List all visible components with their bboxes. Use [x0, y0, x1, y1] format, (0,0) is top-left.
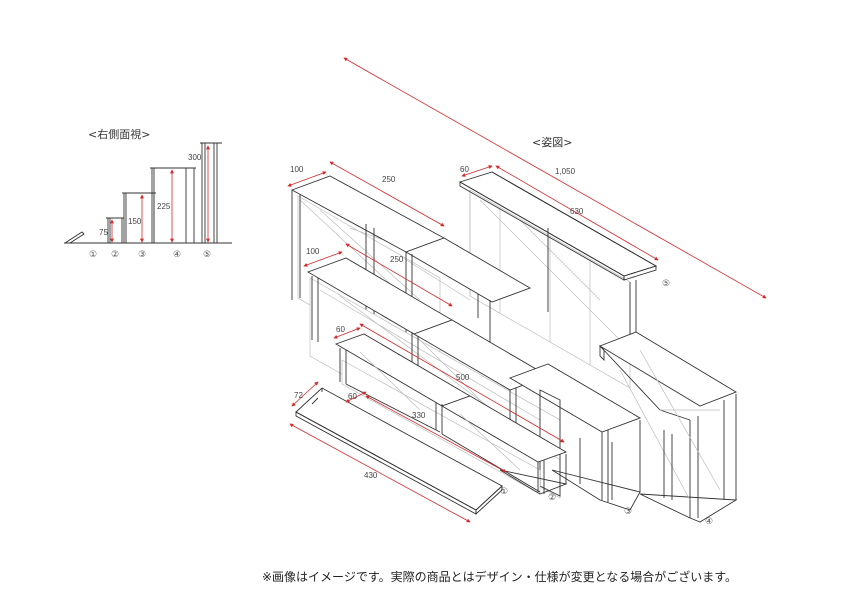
dim-length-330-label: 330: [412, 411, 426, 420]
dim-total-length-label: 1,050: [555, 167, 576, 176]
disclaimer-note: ※画像はイメージです。実際の商品とはデザイン・仕様が変更となる場合がございます。: [262, 570, 738, 584]
dim-depth-60-mid: [333, 327, 361, 339]
side-view-title: <右側面視>: [88, 127, 150, 141]
side-label-3: ③: [138, 250, 146, 260]
height-label-300: 300: [188, 153, 202, 162]
dim-width-250-top: [329, 161, 445, 227]
side-step-2: [106, 217, 124, 243]
iso-view: <姿図> 1,050 ⑤ 60 630: [287, 57, 767, 527]
side-label-5: ⑤: [203, 250, 211, 260]
dim-depth-72-label: 72: [294, 391, 303, 400]
dim-length-500-label: 500: [456, 373, 470, 382]
side-step-4: [150, 167, 196, 243]
dim-depth-100-mid: [303, 251, 343, 267]
dim-depth-60-low: [345, 391, 367, 403]
height-label-150: 150: [128, 217, 142, 226]
height-label-225: 225: [157, 202, 171, 211]
iso-label-4: ④: [705, 517, 713, 527]
dim-depth-60-low-label: 60: [348, 392, 357, 401]
dim-width-250-mid-label: 250: [390, 255, 404, 264]
iso-label-3: ③: [624, 507, 632, 517]
dim-depth-100-top-label: 100: [290, 165, 304, 174]
side-step-1: [64, 231, 85, 244]
dim-length-330: [365, 395, 507, 473]
dim-length-430: [289, 423, 471, 523]
iso-label-2: ②: [548, 493, 556, 503]
side-step-5: [200, 142, 222, 243]
dim-width-250-top-label: 250: [382, 175, 396, 184]
dim-length-630: [495, 165, 659, 261]
iso-label-1: ①: [500, 487, 508, 497]
side-label-2: ②: [111, 250, 119, 260]
dim-depth-60-top-label: 60: [460, 165, 469, 174]
side-label-1: ①: [89, 250, 97, 260]
unit-4-right: [598, 331, 738, 523]
dim-depth-100-mid-label: 100: [306, 247, 320, 256]
dim-length-430-label: 430: [364, 471, 378, 480]
dim-length-500: [359, 323, 565, 443]
dim-depth-100-top: [287, 171, 327, 187]
side-label-4: ④: [173, 250, 181, 260]
dim-depth-60-top: [461, 165, 493, 177]
iso-view-title: <姿図>: [532, 136, 572, 149]
side-view: <右側面視>: [64, 127, 232, 260]
iso-label-5: ⑤: [662, 279, 670, 289]
dim-length-630-label: 630: [570, 207, 584, 216]
height-label-75: 75: [99, 228, 108, 237]
dim-depth-60-mid-label: 60: [336, 325, 345, 334]
dim-depth-72: [291, 381, 319, 407]
dim-width-250-mid: [345, 243, 453, 307]
